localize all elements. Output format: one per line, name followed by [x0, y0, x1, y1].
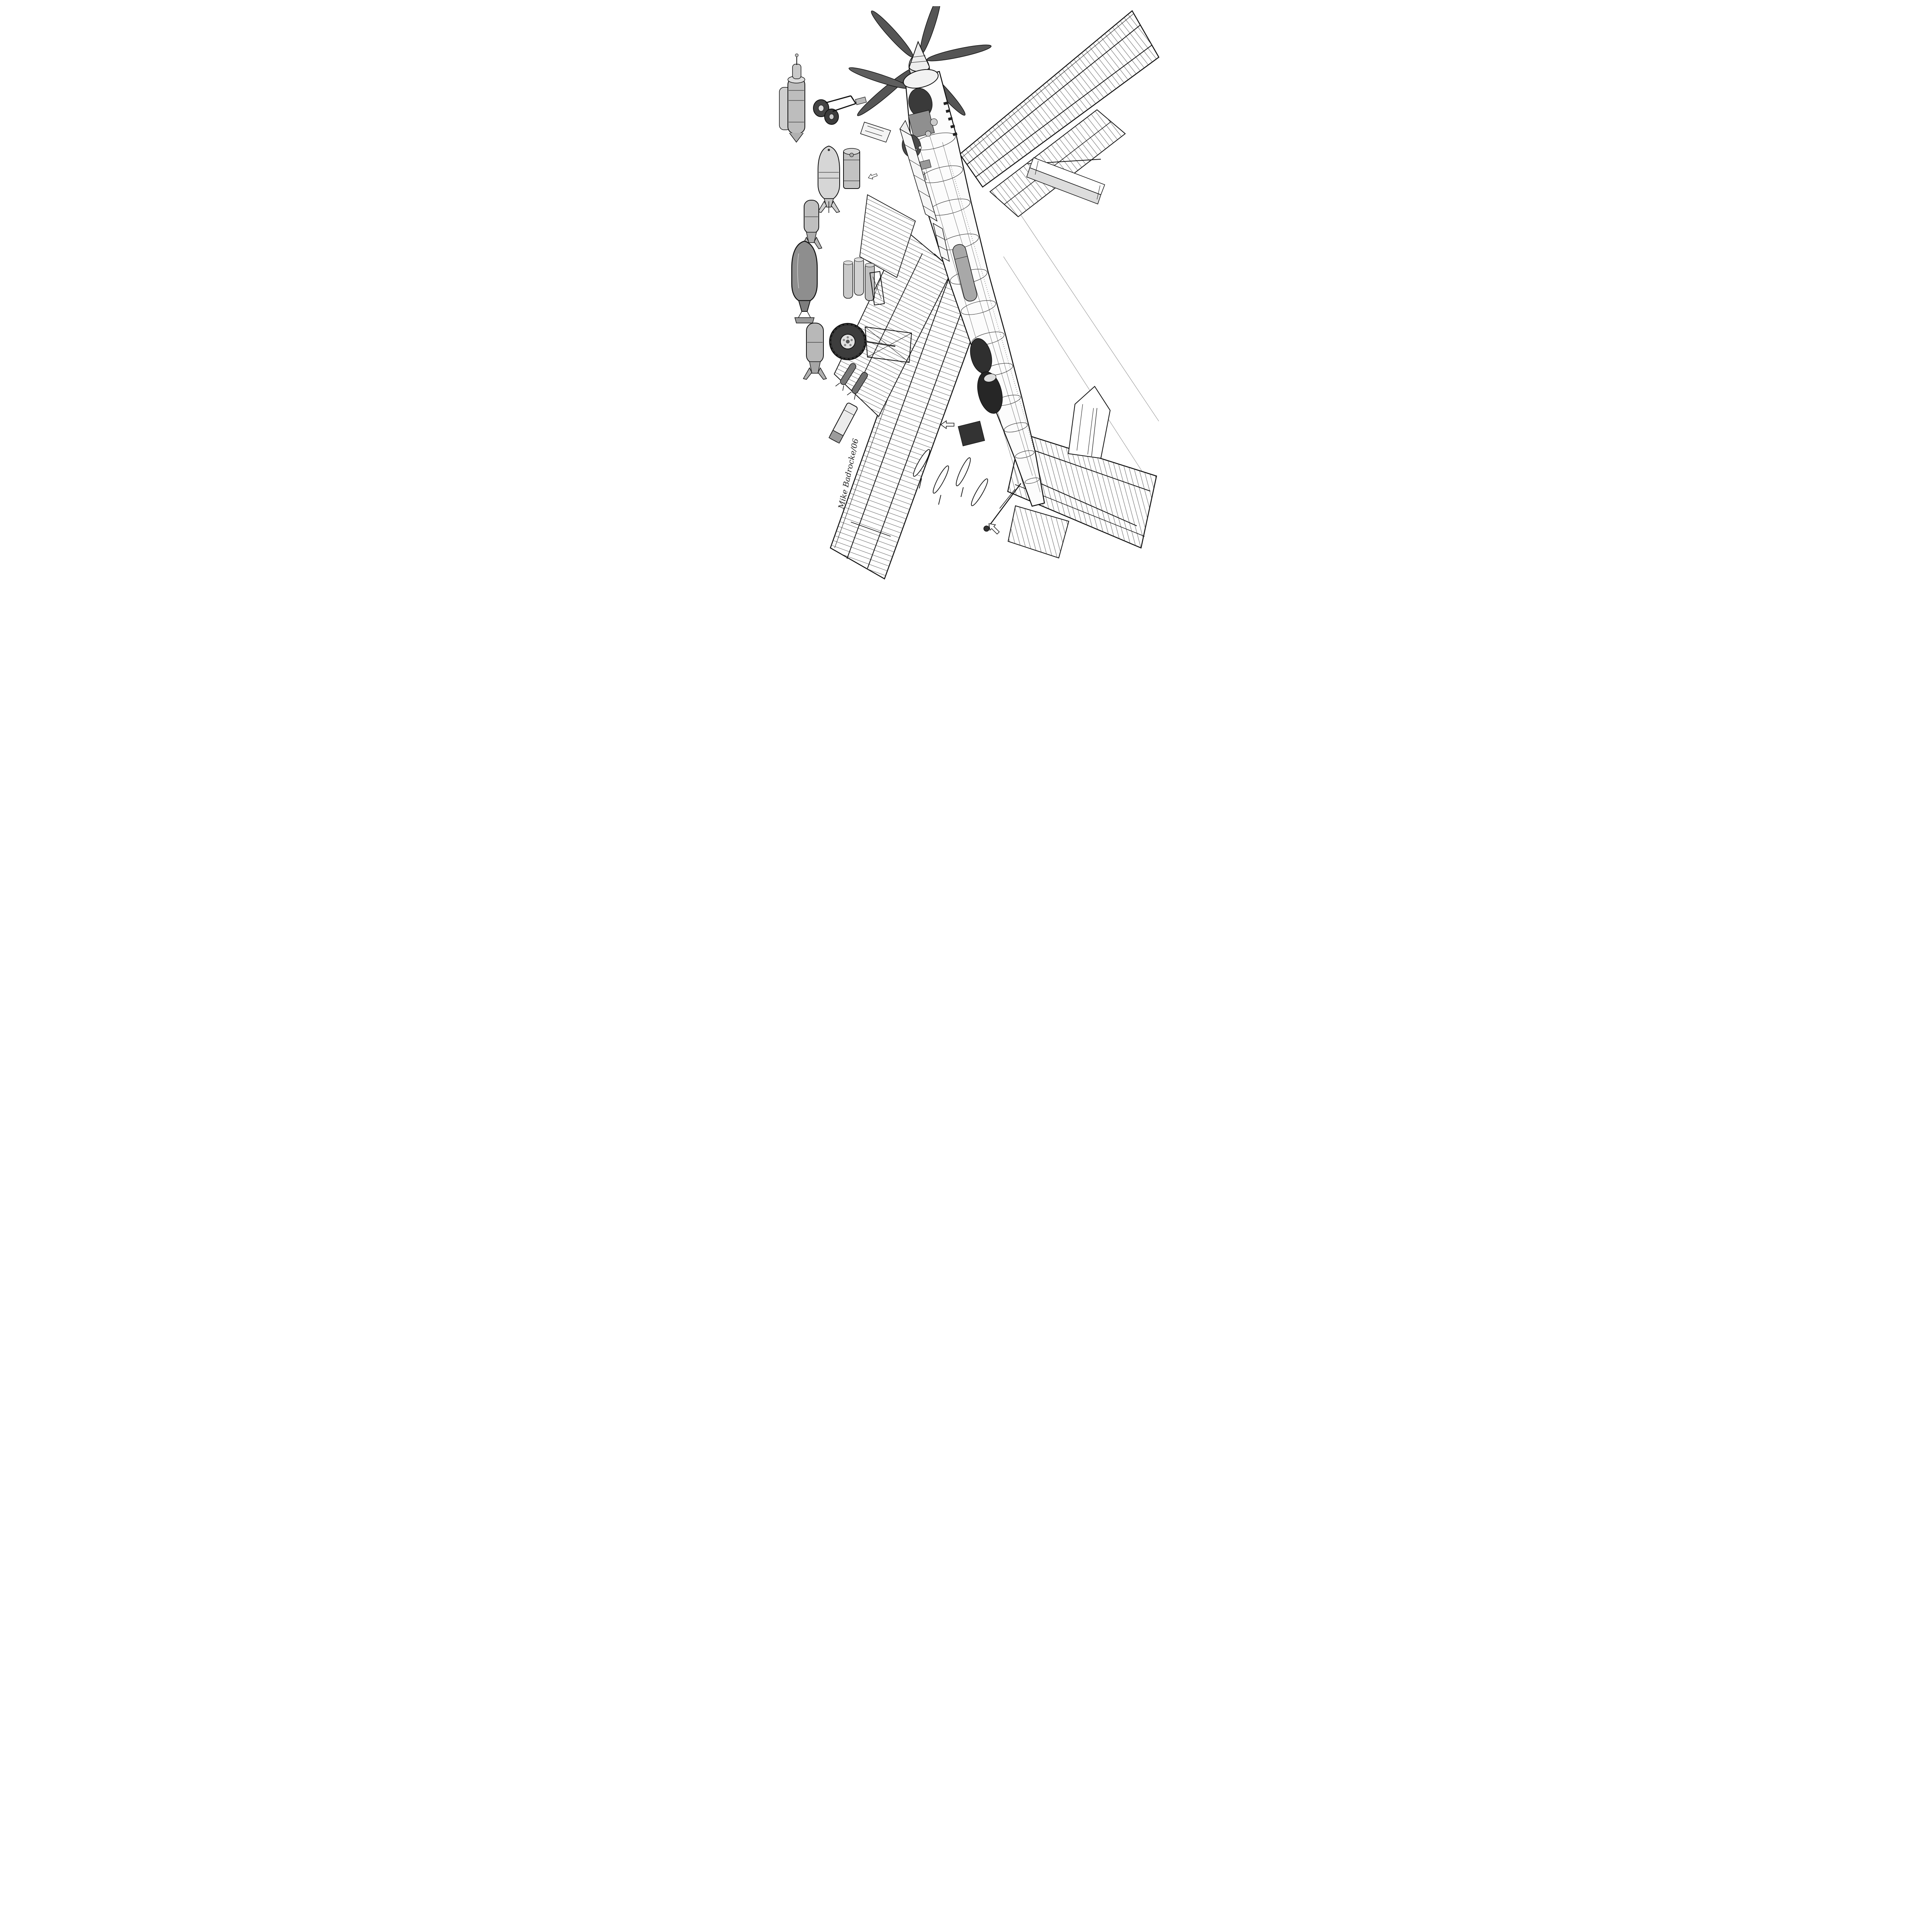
port-stabilizer — [1007, 505, 1070, 559]
equipment-box — [957, 421, 985, 446]
torpedo — [952, 244, 977, 302]
spar-walkway — [1026, 157, 1105, 204]
bomb-heavy-dark — [791, 240, 818, 323]
cockpit-canopy — [899, 120, 938, 222]
dinghy-pack — [779, 53, 805, 143]
ordnance-column — [779, 53, 912, 444]
exhaust-stubs — [943, 101, 957, 136]
smoke-float-rack — [843, 257, 885, 306]
fin-rudder — [1068, 386, 1111, 459]
starboard-flap-panel — [989, 109, 1126, 218]
gunner-canopy — [932, 223, 950, 262]
smoke-float — [828, 403, 858, 444]
cutaway-page: Mike Badrocke/06 — [768, 6, 1164, 616]
assembly-arrow-icon — [940, 420, 954, 429]
radiator-cowl — [977, 371, 1003, 414]
tailplane — [1007, 432, 1157, 549]
ghost-outline — [1003, 211, 1159, 486]
starboard-wing — [959, 10, 1160, 188]
assembly-arrow-icon — [867, 172, 878, 181]
bomb-large-light — [817, 145, 840, 213]
main-wheel — [829, 323, 912, 363]
arrestor-hook — [983, 483, 1022, 532]
detached-fairing-blades — [913, 449, 988, 506]
chin-intake-panel — [860, 122, 891, 143]
fuselage — [899, 71, 1045, 507]
tail-gear — [813, 95, 867, 125]
depth-charge — [843, 148, 860, 189]
propeller — [849, 6, 992, 116]
cutaway-illustration: Mike Badrocke/06 — [779, 6, 1160, 580]
flap-panel — [833, 228, 953, 417]
bomb-medium-2 — [803, 323, 827, 380]
spinner — [903, 41, 939, 89]
wing-fold-panel — [859, 194, 916, 278]
practice-bombs — [835, 363, 868, 400]
